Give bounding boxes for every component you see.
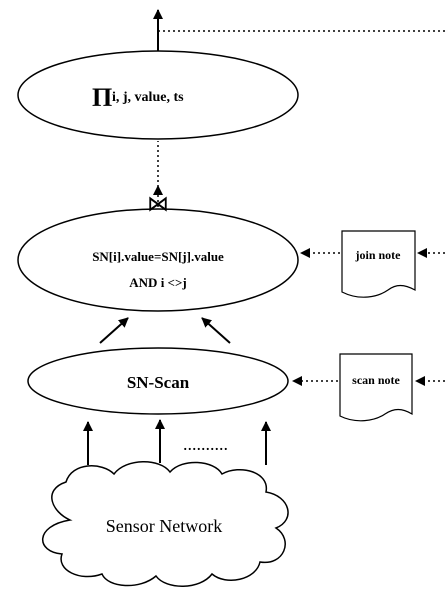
scan-to-join-arrows xyxy=(99,317,231,344)
join-note-label: join note xyxy=(355,248,402,262)
projection-attributes: i, j, value, ts xyxy=(112,90,184,105)
join-condition-line2: AND i <>j xyxy=(129,275,186,290)
projection-operator: Π i, j, value, ts xyxy=(17,50,299,140)
join-symbol: ⋈ xyxy=(147,191,169,216)
join-note-connectors xyxy=(300,248,445,258)
scan-note-label: scan note xyxy=(352,373,400,387)
sensor-network-cloud: Sensor Network xyxy=(42,461,289,587)
scan-note: scan note xyxy=(339,353,413,422)
join-condition-line1: SN[i].value=SN[j].value xyxy=(92,249,224,264)
scan-operator: SN-Scan xyxy=(27,347,289,415)
join-note: join note xyxy=(341,230,416,298)
scan-label: SN-Scan xyxy=(127,373,190,392)
more-streams-ellipsis: .......... xyxy=(183,434,228,454)
projection-symbol: Π xyxy=(92,83,112,112)
sensor-network-label: Sensor Network xyxy=(106,516,222,536)
source-to-scan-arrows xyxy=(83,419,271,465)
join-to-projection-arrow xyxy=(153,141,163,207)
join-operator: ⋈ SN[i].value=SN[j].value AND i <>j xyxy=(17,191,299,312)
scan-note-connectors xyxy=(292,376,445,386)
